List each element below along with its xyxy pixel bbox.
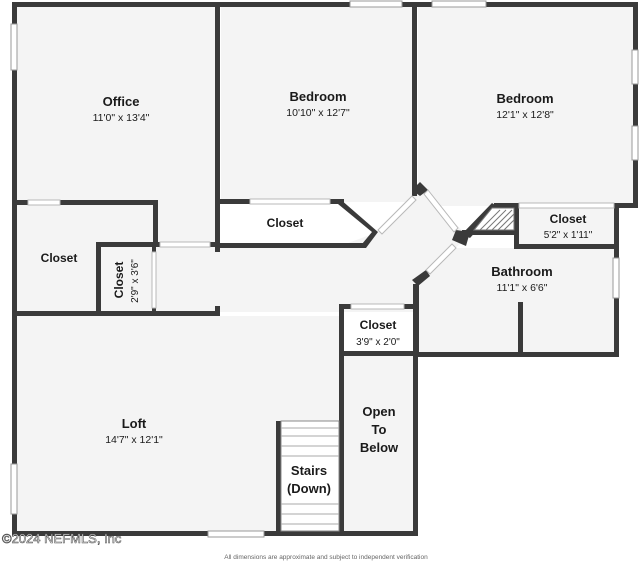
wall-closet-l-right: [153, 200, 158, 246]
bedroom2-name: Bedroom: [496, 91, 553, 106]
wall-vcloset-top: [96, 242, 160, 247]
open-to-below-line1: Open: [362, 404, 395, 419]
wall-right-step: [614, 203, 638, 208]
wall-top: [12, 2, 638, 7]
window-bath-right: [612, 257, 620, 299]
wall-office-bottom-a: [12, 200, 28, 205]
door-cc: [249, 198, 331, 205]
wall-sc-top-a: [339, 304, 351, 309]
bedroom1-floor: [221, 6, 414, 202]
wall-sc-bottom: [339, 351, 418, 356]
wall-cc-top-right: [330, 199, 344, 204]
hatch: [472, 207, 515, 231]
bathroom-floor: [418, 248, 616, 352]
hall-floor: [100, 246, 340, 312]
closet-right-name: Closet: [550, 212, 587, 226]
wall-left: [12, 2, 17, 536]
wall-rcloset-left: [514, 203, 519, 249]
loft-dims: 14'7" x 12'1": [105, 434, 163, 446]
door-hall: [159, 241, 211, 248]
hatch-line: [497, 213, 515, 231]
wall-sc-top-b: [404, 304, 418, 309]
closet-vertical-name: Closet: [112, 262, 126, 299]
closet-small-dims: 3'9" x 2'0": [356, 337, 400, 348]
door-vcloset: [151, 251, 157, 309]
copyright-watermark: ©2024 NEFMLS, Inc: [2, 531, 122, 546]
bedroom1-name: Bedroom: [289, 89, 346, 104]
hatch-line: [491, 209, 513, 231]
window-loft-bottom: [207, 530, 265, 538]
wall-right-top: [633, 2, 638, 208]
bedroom1-dims: 10'10" x 12'7": [286, 107, 350, 119]
closet-center-name: Closet: [267, 216, 304, 230]
windows: [10, 0, 639, 538]
closet-left-floor: [17, 206, 97, 311]
closet-left-name: Closet: [41, 251, 78, 265]
wall-hall-top: [210, 242, 220, 247]
wall-office-bottom-b: [60, 200, 158, 205]
window-loft-left: [10, 463, 18, 515]
disclaimer-footer: All dimensions are approximate and subje…: [224, 554, 428, 561]
wall-diag-bottom: [412, 270, 430, 286]
hatch-line: [479, 209, 501, 231]
wall-stairs-left: [276, 421, 281, 536]
wall-bath-top: [462, 230, 518, 235]
wall-loft-notch: [215, 306, 220, 316]
window-office-left: [10, 23, 18, 71]
open-to-below-line3: Below: [360, 440, 399, 455]
wall-loft-top: [12, 311, 220, 316]
door-rcloset: [518, 202, 615, 209]
closet-right-dims: 5'2" x 1'11": [544, 230, 593, 241]
doors: [27, 189, 615, 310]
wall-bed1-right: [412, 2, 417, 196]
stairs-line2: (Down): [287, 481, 331, 496]
wall-rcloset-bottom: [514, 244, 618, 249]
wall-diag-top: [412, 182, 428, 196]
closet-vertical-dims: 2'9" x 3'6": [130, 259, 141, 303]
closet-small-name: Closet: [360, 318, 397, 332]
wall-vcloset-left: [96, 242, 101, 316]
wall-bath-inner: [518, 302, 523, 356]
window-bed1-top: [349, 0, 403, 8]
loft-name: Loft: [122, 416, 147, 431]
hatch-line: [503, 219, 515, 231]
window-bed2-top: [431, 0, 487, 8]
wall-bath-bottom: [414, 352, 619, 357]
stairs-line1: Stairs: [291, 463, 327, 478]
open-to-below-floor: [344, 356, 414, 532]
landing-floor: [340, 190, 468, 312]
open-to-below-line2: To: [372, 422, 387, 437]
bedroom2-floor: [418, 6, 634, 206]
wall-otb-right: [413, 352, 418, 536]
window-bed2-right-b: [631, 125, 639, 161]
hatch-line: [485, 209, 507, 231]
wall-cc-diag: [338, 199, 378, 248]
closet-right-floor: [518, 208, 614, 244]
door-diag-bed1: [377, 195, 417, 235]
office-dims: 11'0" x 13'4": [93, 112, 150, 124]
wall-cc-bottom: [220, 243, 366, 248]
door-sc: [350, 303, 405, 310]
door-diag-bath: [425, 243, 457, 275]
wall-office-right: [215, 2, 220, 252]
wall-sc-right: [413, 284, 418, 356]
bedroom2-dims: 12'1" x 12'8": [496, 109, 554, 121]
wall-bed2-bottom: [494, 203, 518, 208]
window-bed2-right-a: [631, 49, 639, 85]
bathroom-dims: 11'1" x 6'6": [497, 282, 548, 294]
wall-sc-left: [339, 304, 344, 536]
wall-cc-top: [220, 199, 250, 204]
door-diag-bed2: [423, 189, 459, 233]
stairs-label-bg: [282, 461, 338, 499]
bathroom-name: Bathroom: [491, 264, 552, 279]
office-name: Office: [103, 94, 140, 109]
labels: Office 11'0" x 13'4" Bedroom 10'10" x 12…: [41, 89, 593, 499]
door-office-closet: [27, 199, 61, 206]
